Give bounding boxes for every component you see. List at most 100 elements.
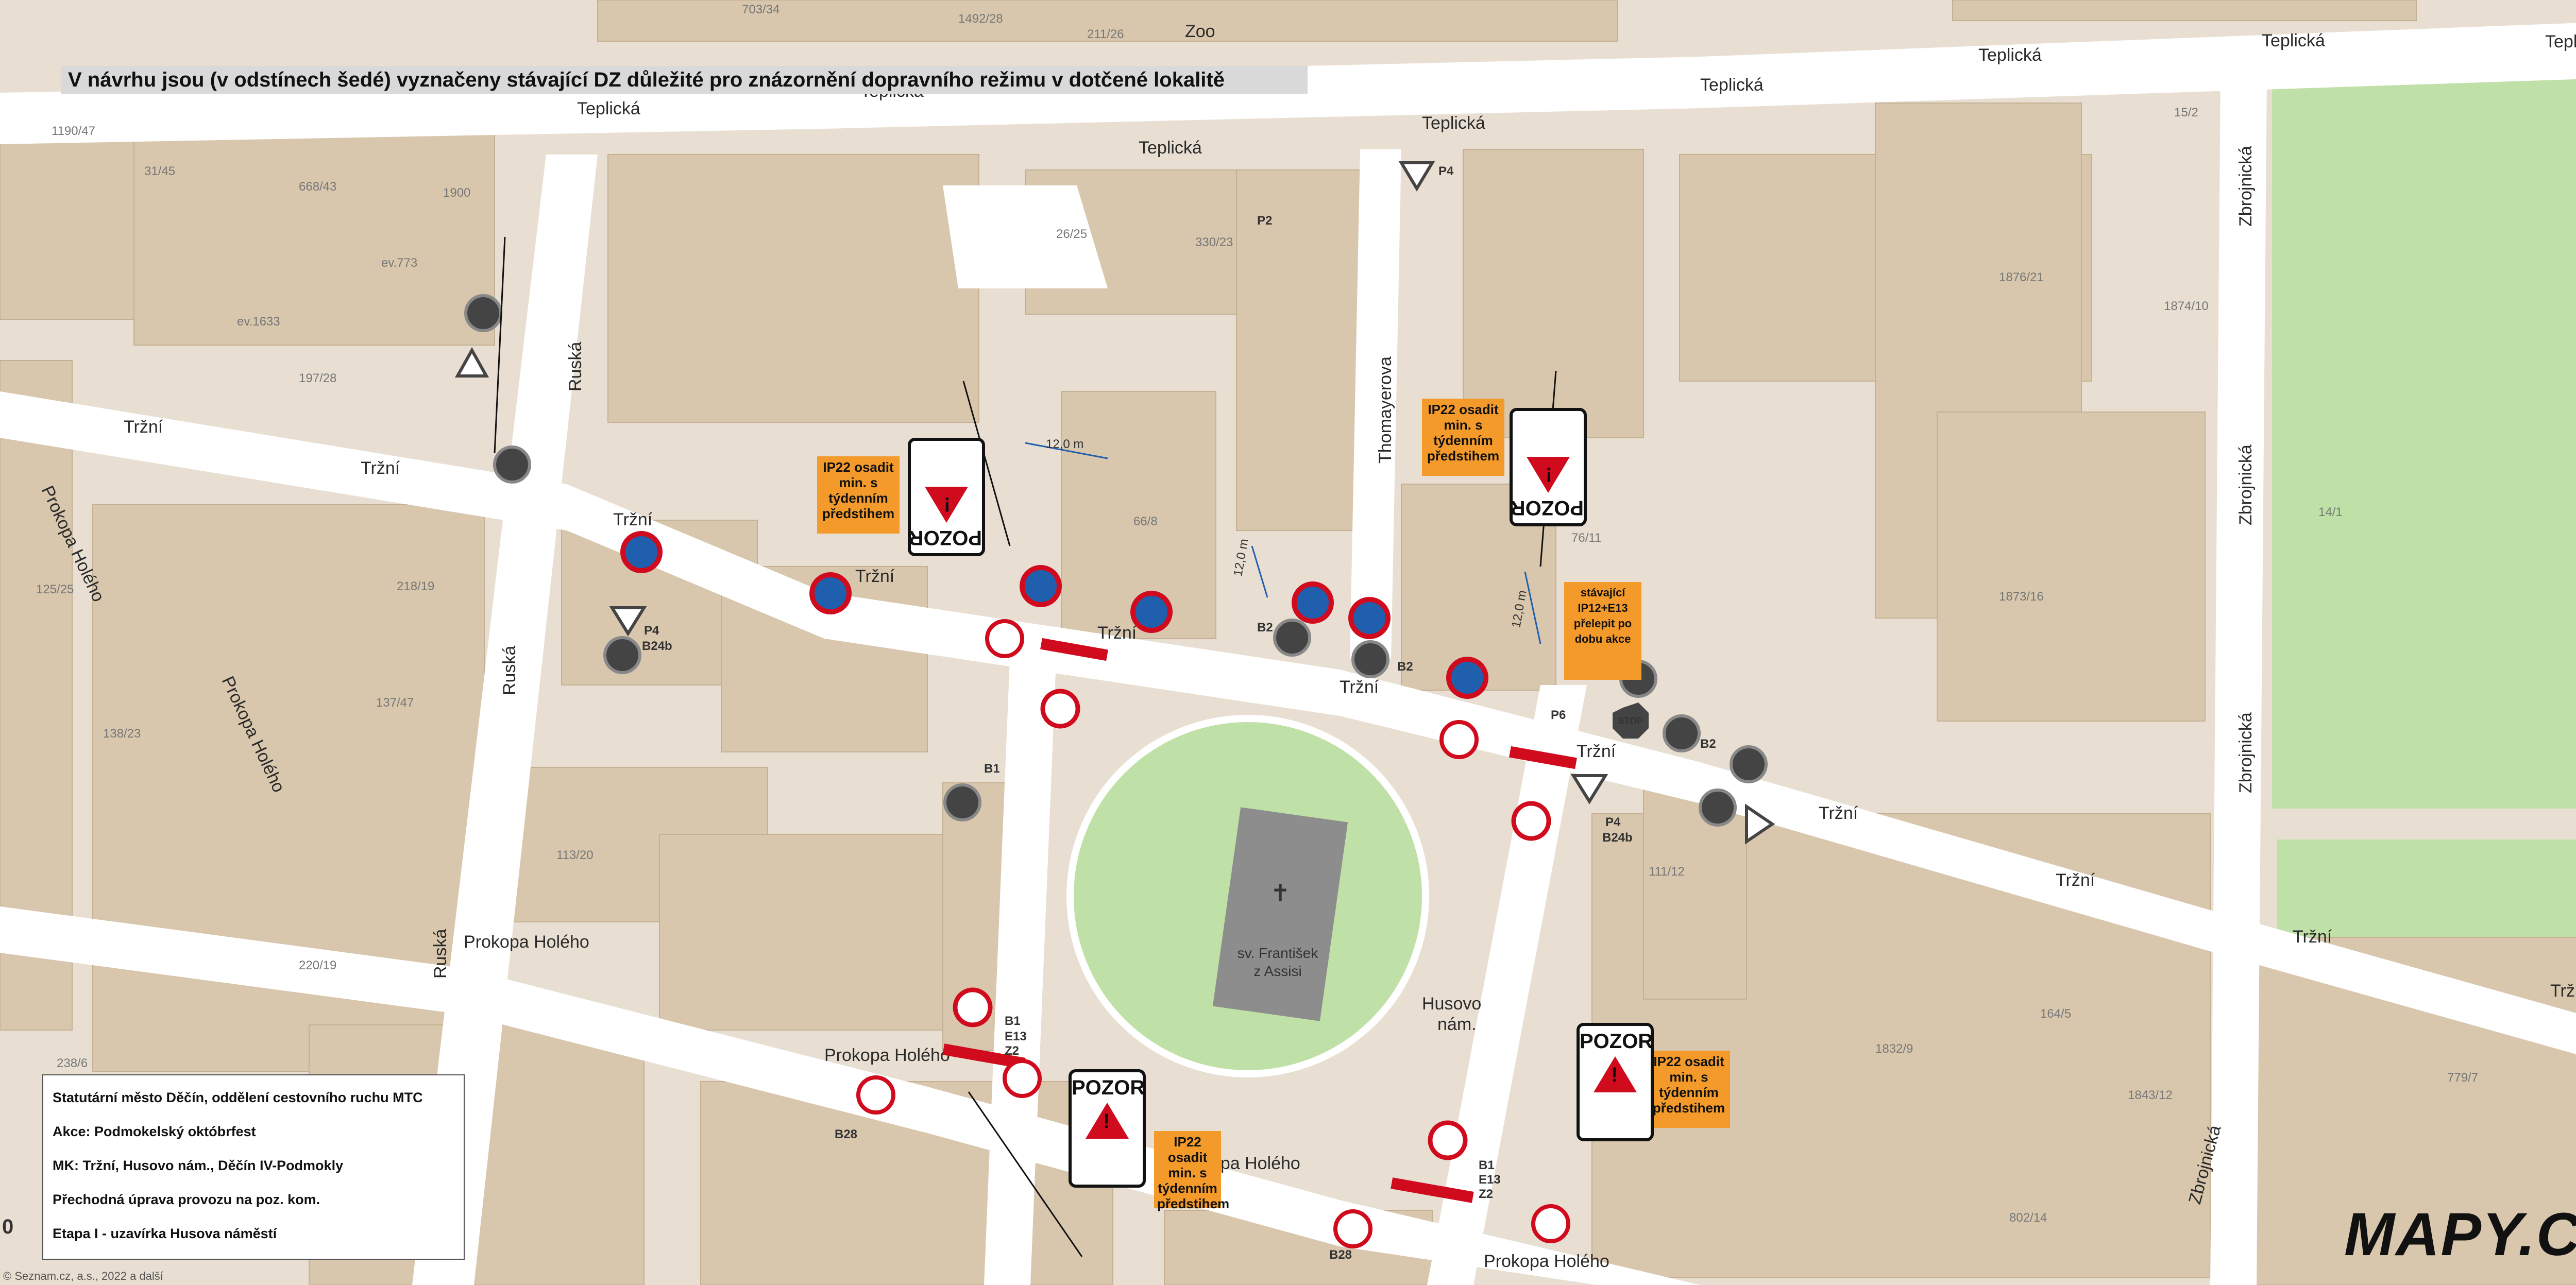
street-label-ruska-1: Ruská (566, 342, 585, 391)
landmark-label-1: sv. František (1238, 945, 1319, 961)
house-number: ev.773 (381, 256, 417, 270)
no-turn-icon (856, 619, 1570, 1248)
ip22-note: IP22 osadit min. s týdenním předstihem (1154, 1131, 1229, 1211)
ip22-note: IP22 osadit min. s týdenním předstihem (1422, 399, 1504, 476)
street-label-zbrojnicka-3: Zbrojnická (2236, 712, 2256, 793)
house-number: 1190/47 (52, 124, 95, 138)
street-label-zbrojnicka-2: Zbrojnická (2236, 444, 2256, 525)
street-label-zbrojnicka-1: Zbrojnická (2236, 146, 2256, 227)
house-number: 1873/16 (1999, 590, 2044, 604)
warning-triangle-icon (925, 487, 968, 523)
existing-ip12-note: stávající IP12+E13 přelepit po dobu akce (1564, 582, 1641, 680)
house-number: 137/47 (376, 696, 414, 710)
house-number: 125/25 (36, 582, 74, 596)
sign-code: B24b (1602, 831, 1633, 845)
legend-line-3: MK: Tržní, Husovo nám., Děčín IV-Podmokl… (53, 1158, 344, 1173)
house-number: 15/2 (2174, 106, 2198, 119)
street-label-prokopa-4: Prokopa Holého (1484, 1252, 1609, 1271)
house-number: 113/20 (556, 848, 594, 862)
sign-code: B1 (1479, 1158, 1495, 1172)
info-banner: V návrhu jsou (v odstínech šedé) vyznače… (61, 66, 1308, 94)
sign-code: Z2 (1479, 1187, 1493, 1201)
house-number: 138/23 (103, 727, 141, 741)
street-label-trzni-2: Tržní (361, 458, 400, 478)
copyright[interactable]: © Seznam.cz, a.s., 2022 a další (3, 1270, 163, 1282)
sign-code: B24b (642, 639, 672, 653)
legend-box: Statutární město Děčín, oddělení cestovn… (42, 1074, 465, 1260)
house-number: 26/25 (1056, 227, 1087, 241)
house-number: 1843/12 (2128, 1088, 2173, 1102)
sign-code: B28 (1329, 1248, 1352, 1262)
closed-road-icon (953, 689, 1551, 1160)
house-number: 703/34 (742, 3, 779, 16)
sign-code: E13 (1479, 1173, 1501, 1187)
sign-code: P4 (644, 624, 659, 638)
ip22-note: IP22 osadit min. s týdenním předstihem (817, 456, 900, 534)
street-label-ruska-3: Ruská (431, 929, 450, 979)
street-label-teplicka-8: Teplická (2545, 32, 2576, 52)
house-number: 14/1 (2318, 505, 2343, 519)
house-number: 220/19 (299, 958, 336, 972)
pozor-title: POZOR (1580, 1030, 1653, 1053)
legend-line-4: Přechodná úprava provozu na poz. kom. (53, 1192, 320, 1207)
scale-zero: 0 (2, 1215, 14, 1238)
house-number: 211/26 (1087, 27, 1124, 41)
legend-line-5: Etapa I - uzavírka Husova náměstí (53, 1226, 277, 1241)
pozor-title: POZOR (1072, 1076, 1145, 1099)
street-label-trzni-4: Tržní (855, 567, 895, 586)
sign-code: P4 (1605, 815, 1621, 829)
sign-code: B1 (984, 762, 1000, 776)
house-number: 668/43 (299, 180, 336, 194)
street-label-teplicka-5: Teplická (1700, 75, 1764, 95)
house-number: 197/28 (299, 371, 336, 385)
ip22-note: IP22 osadit min. s týdenním předstihem (1648, 1051, 1730, 1128)
house-number: 1492/28 (958, 12, 1003, 26)
pozor-board: POZOR (908, 438, 985, 556)
street-label-trzni-11: Tržní (2550, 981, 2576, 1001)
sign-code: P4 (1438, 164, 1454, 178)
stop-sign-icon (1613, 703, 1649, 739)
dimension-label: 12,0 m (1046, 437, 1083, 451)
street-label-trzni-9: Tržní (2056, 870, 2095, 890)
house-number: 238/6 (57, 1056, 88, 1070)
warning-triangle-icon (1086, 1103, 1129, 1139)
house-number: 66/8 (1133, 515, 1158, 528)
pozor-title: POZOR (1510, 496, 1584, 519)
sign-code: E13 (1005, 1030, 1027, 1043)
street-label-trzni-6: Tržní (1340, 677, 1379, 697)
house-number: ev.1633 (237, 315, 280, 329)
park-area-2 (2277, 839, 2576, 953)
give-way-icon (454, 161, 1775, 845)
street-label-teplicka-3: Teplická (1139, 138, 1202, 158)
house-number: 1876/21 (1999, 270, 2044, 284)
callout-lines (494, 236, 1557, 1257)
landmark-label-2: z Assisi (1253, 963, 1301, 979)
street-label-prokopa-2: Prokopa Holého (824, 1046, 950, 1065)
sign-code: B2 (1700, 737, 1716, 751)
dimension-lines (1025, 442, 1541, 644)
zoo-label: Zoo (1185, 22, 1215, 41)
mapy-logo[interactable]: MAPY.CZ (2344, 1201, 2576, 1269)
house-number: 1832/9 (1875, 1042, 1913, 1056)
street-label-teplicka-4: Teplická (1422, 113, 1485, 133)
sign-code: B1 (1005, 1014, 1021, 1028)
house-number: 1900 (443, 186, 470, 200)
legend-line-1: Statutární město Děčín, oddělení cestovn… (53, 1090, 423, 1105)
legend-line-2: Akce: Podmokelský októbrfest (53, 1124, 256, 1139)
house-number: 31/45 (144, 164, 175, 178)
house-number: 111/12 (1649, 865, 1685, 879)
stop-sign-label: STOP (1618, 716, 1643, 726)
street-label-teplicka-6: Teplická (1978, 45, 2042, 65)
pozor-board: POZOR (1069, 1069, 1146, 1188)
house-number: 1874/10 (2164, 299, 2209, 313)
sign-code: P2 (1257, 214, 1272, 228)
house-number: 164/5 (2040, 1007, 2071, 1021)
street-label-trzni-7: Tržní (1577, 742, 1616, 761)
pozor-board: POZOR (1510, 408, 1587, 526)
street-label-trzni-5: Tržní (1097, 623, 1137, 643)
street-label-ruska-2: Ruská (500, 646, 519, 695)
square-label-1: Husovo (1422, 994, 1481, 1014)
pozor-title: POZOR (908, 526, 982, 549)
house-number: 779/7 (2447, 1071, 2478, 1085)
